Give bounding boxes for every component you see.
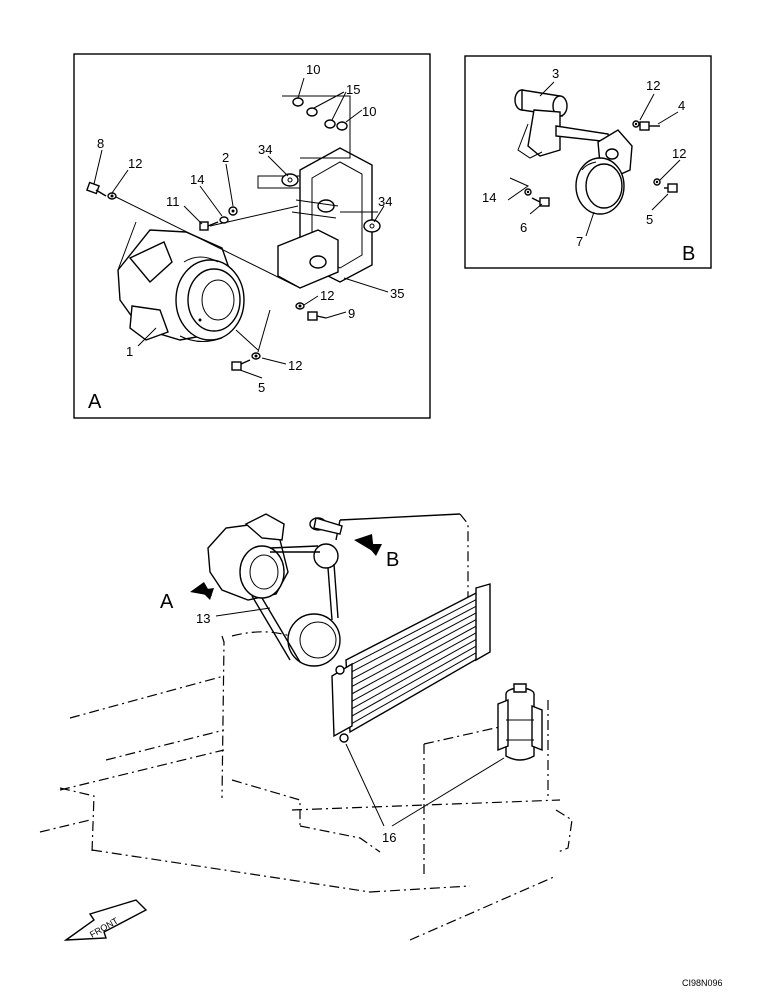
washer	[295, 302, 305, 310]
condenser-fin	[347, 615, 483, 690]
washer	[281, 173, 299, 187]
callout-10: 10	[306, 62, 320, 77]
condenser-fin	[346, 596, 483, 668]
callout-6: 6	[520, 220, 527, 235]
bolt	[199, 221, 219, 231]
view-arrow-b	[354, 534, 382, 556]
leader-line	[117, 221, 137, 271]
callout-1: 1	[126, 344, 133, 359]
nut	[336, 121, 348, 131]
panel-a-letter: A	[88, 391, 102, 413]
washer	[219, 216, 229, 224]
callout-7: 7	[576, 234, 583, 249]
bolt	[639, 121, 660, 131]
bolt	[86, 181, 107, 197]
callout-leaders	[93, 77, 389, 379]
receiver-dryer	[497, 683, 543, 761]
compressor	[207, 513, 289, 601]
nut	[306, 107, 318, 117]
washer	[363, 219, 381, 233]
callout-12: 12	[320, 288, 334, 303]
washer	[251, 352, 261, 360]
view-b-label: B	[386, 549, 399, 571]
condenser	[331, 583, 491, 743]
callout-15: 15	[346, 82, 360, 97]
leader-line	[257, 309, 271, 353]
idler-bracket	[514, 89, 633, 179]
callout-4: 4	[678, 98, 685, 113]
condenser-fin	[347, 622, 483, 697]
callout-34: 34	[258, 142, 272, 157]
washer	[653, 178, 661, 186]
callout-5: 5	[258, 380, 265, 395]
idler-pulley	[575, 157, 625, 215]
nut	[228, 206, 238, 216]
callout-14: 14	[482, 190, 496, 205]
panel-a-frame	[73, 53, 431, 419]
callout-10: 10	[362, 104, 376, 119]
mounting-bracket	[277, 147, 373, 289]
callout-14: 14	[190, 172, 204, 187]
condenser-fin	[348, 642, 483, 719]
condenser-fin	[346, 602, 483, 675]
view-arrow-a	[190, 582, 214, 600]
bolt	[231, 359, 251, 371]
callout-16: 16	[382, 830, 396, 845]
callout-5: 5	[646, 212, 653, 227]
leader-line	[235, 329, 259, 351]
machine-outline	[39, 513, 573, 941]
nut	[292, 97, 304, 107]
bolt	[664, 183, 678, 193]
washer	[632, 120, 640, 128]
condenser-fin	[349, 648, 483, 726]
callout-12: 12	[288, 358, 302, 373]
engine-block	[335, 513, 461, 541]
condenser-fin	[348, 635, 483, 711]
callout-12: 12	[672, 146, 686, 161]
drawing-code: CI98N096	[682, 978, 723, 988]
washer	[524, 188, 532, 196]
callout-35: 35	[390, 286, 404, 301]
panel-b-letter: B	[682, 243, 695, 265]
condenser-fin	[346, 609, 483, 683]
callout-34: 34	[378, 194, 392, 209]
idler-assembly	[309, 517, 343, 569]
reference-outline	[282, 95, 351, 159]
callout-11: 11	[166, 194, 180, 209]
callout-3: 3	[552, 66, 559, 81]
bolt	[531, 197, 550, 207]
bolt	[307, 311, 327, 321]
view-a-label: A	[160, 591, 174, 613]
callout-leaders	[507, 81, 681, 237]
leader-line	[113, 195, 297, 287]
callout-2: 2	[222, 150, 229, 165]
callout-13: 13	[196, 611, 210, 626]
washer	[107, 192, 117, 200]
panel-b-frame	[464, 55, 712, 269]
condenser-fin	[348, 629, 483, 704]
crank-pulley	[287, 613, 341, 667]
compressor	[117, 229, 245, 342]
callout-12: 12	[128, 156, 142, 171]
detail-panel-a: 10 15 10 34 8 12 14 2 11 34 12 9 35 1 12…	[73, 53, 431, 419]
callout-12: 12	[646, 78, 660, 93]
callout-leaders	[215, 607, 505, 827]
front-direction-arrow: FRONT	[63, 899, 148, 941]
callout-8: 8	[97, 136, 104, 151]
drive-belt	[251, 545, 339, 663]
main-assembly-view: A B 13 16 FRONT	[39, 513, 573, 941]
detail-panel-b: 3 12 4 12 14 6 7 5 B	[464, 55, 712, 269]
nut	[324, 119, 336, 129]
callout-9: 9	[348, 306, 355, 321]
